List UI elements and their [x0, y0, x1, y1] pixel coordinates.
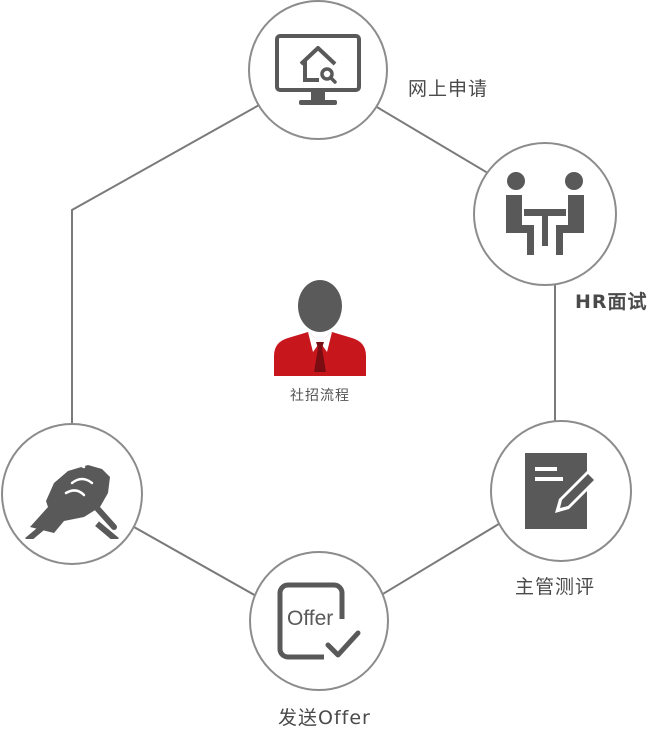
step-label-send-offer: 发送Offer — [278, 707, 371, 729]
monitor-home-search-icon — [275, 34, 361, 105]
center-label: 社招流程 — [290, 388, 350, 404]
step-label-hr-interview: HR面试 — [575, 291, 648, 313]
step-send-offer-node: Offer — [249, 551, 389, 691]
center-process-title: 社招流程 — [260, 278, 380, 405]
step-handshake-node — [1, 423, 143, 565]
step-online-application-node — [248, 0, 388, 140]
businessman-avatar-icon — [274, 280, 366, 376]
notepad-pen-icon — [525, 453, 599, 529]
step-manager-evaluation-node — [490, 420, 632, 562]
interview-table-icon — [506, 172, 584, 255]
step-label-online-application: 网上申请 — [408, 78, 489, 100]
step-label-manager-evaluation: 主管测评 — [515, 576, 596, 598]
offer-check-icon: Offer — [277, 582, 361, 660]
step-hr-interview-node — [473, 142, 617, 286]
handshake-icon — [25, 463, 119, 539]
svg-text:Offer: Offer — [287, 607, 333, 630]
